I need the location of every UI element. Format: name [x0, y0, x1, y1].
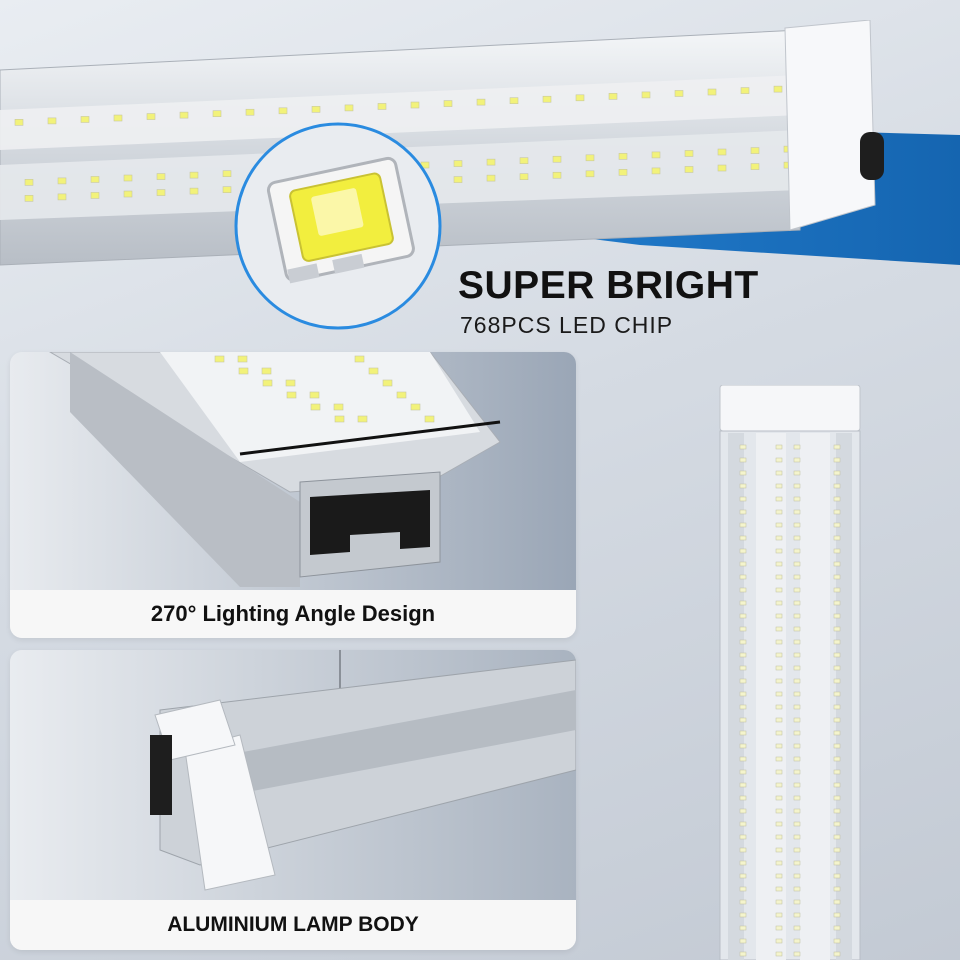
vertical-led-tube [719, 385, 861, 960]
feature-caption-lighting-angle: 270° Lighting Angle Design [10, 590, 576, 638]
feature-caption-aluminium-body: ALUMINIUM LAMP BODY [10, 900, 576, 950]
feature-card-lighting-angle: 270° Lighting Angle Design [10, 352, 576, 638]
aluminium-body-image [10, 650, 576, 900]
headline-subtitle: 768PCS LED CHIP [460, 312, 674, 338]
vertical-led-chips [739, 444, 841, 957]
cross-section-image [10, 352, 576, 590]
cross-section-led-chips [214, 355, 435, 423]
led-chip-zoom-circle [234, 122, 442, 330]
headline-title: SUPER BRIGHT [458, 264, 759, 307]
feature-card-aluminium-body: ALUMINIUM LAMP BODY [10, 650, 576, 950]
top-led-tube [0, 20, 884, 266]
